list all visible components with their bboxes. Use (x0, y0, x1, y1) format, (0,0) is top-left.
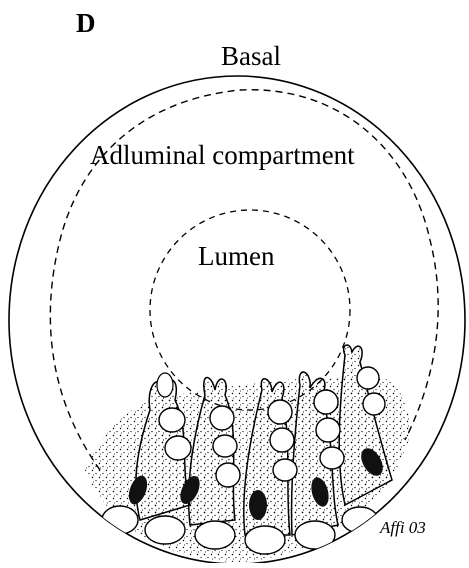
adluminal-compartment-label: Adluminal compartment (90, 142, 355, 169)
sertoli-cell-band (85, 345, 410, 562)
artist-signature: Affi 03 (380, 520, 426, 536)
lumen-label: Lumen (198, 243, 274, 270)
basal-label: Basal (221, 43, 281, 70)
panel-letter: D (76, 10, 96, 37)
